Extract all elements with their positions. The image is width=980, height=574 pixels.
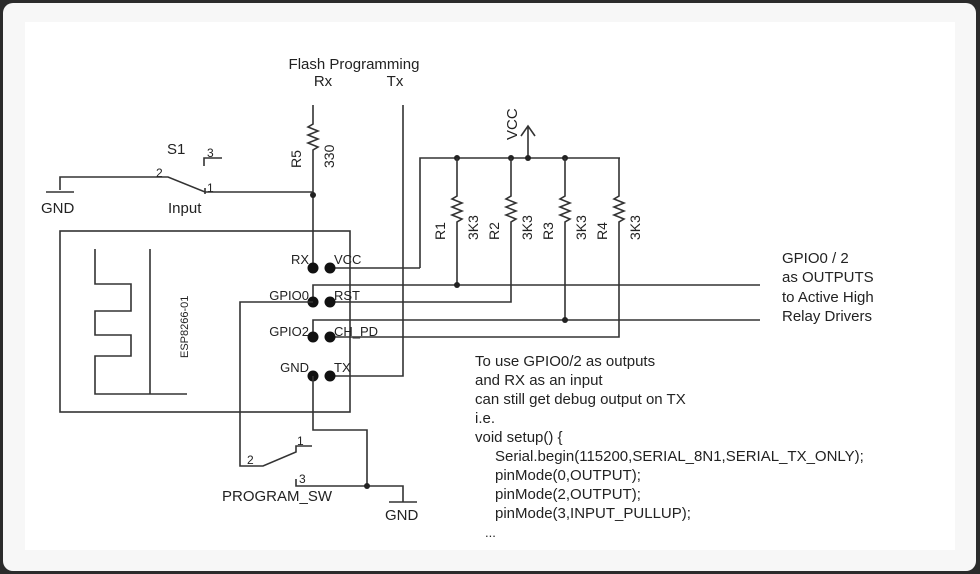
schematic-sheet xyxy=(25,22,955,550)
r4-value: 3K3 xyxy=(627,215,643,240)
code-ellipsis: ... xyxy=(485,525,496,540)
output-note-line: GPIO0 / 2 xyxy=(782,250,849,267)
program-switch: 1 2 3 PROGRAM_SW GND xyxy=(222,301,419,524)
pin-gnd: GND xyxy=(280,360,309,375)
pin-ch-pd: CH_PD xyxy=(334,324,378,339)
tx-wire xyxy=(330,105,404,377)
note-line: To use GPIO0/2 as outputs xyxy=(475,353,655,370)
esp8266-module: ESP8266-01 RX GPIO0 GPIO2 GND VCC RST CH… xyxy=(59,230,378,413)
flash-programming-label: Flash Programming xyxy=(289,56,420,73)
antenna-trace-icon xyxy=(94,249,187,395)
r1-value: 3K3 xyxy=(465,215,481,240)
gpio0-output-wire xyxy=(312,284,760,302)
program-sw-pin-1: 1 xyxy=(297,434,304,448)
junction-gpio2 xyxy=(562,317,568,323)
code-line: pinMode(3,INPUT_PULLUP); xyxy=(495,505,691,522)
program-sw-pin-3: 3 xyxy=(299,472,306,486)
vcc-arrow-icon xyxy=(520,124,536,158)
code-line: pinMode(2,OUTPUT); xyxy=(495,486,641,503)
pin-rst: RST xyxy=(334,288,360,303)
code-line: pinMode(0,OUTPUT); xyxy=(495,467,641,484)
module-name: ESP8266-01 xyxy=(179,296,191,358)
vcc-label: VCC xyxy=(504,108,521,140)
rx-header-label: Rx xyxy=(314,73,333,90)
gpio2-output-wire xyxy=(312,319,760,337)
r3-resistor: R3 3K3 xyxy=(540,158,589,320)
r3-value: 3K3 xyxy=(573,215,589,240)
s1-pin-1: 1 xyxy=(207,181,214,195)
note-line: void setup() { xyxy=(475,429,563,446)
junction-gpio0 xyxy=(454,282,460,288)
r5-value: 330 xyxy=(321,144,337,168)
note-line: i.e. xyxy=(475,410,495,427)
gnd-label-bottom: GND xyxy=(385,507,419,524)
s1-ref: S1 xyxy=(167,141,185,158)
tx-header-label: Tx xyxy=(387,73,404,90)
r1-ref: R1 xyxy=(432,222,448,240)
output-note: GPIO0 / 2 as OUTPUTS to Active High Rela… xyxy=(782,250,874,325)
pin-gpio2: GPIO2 xyxy=(269,324,309,339)
output-note-line: as OUTPUTS xyxy=(782,269,874,286)
pin-gpio0: GPIO0 xyxy=(269,288,309,303)
output-note-line: Relay Drivers xyxy=(782,308,872,325)
vcc-bus: VCC xyxy=(330,108,620,269)
r5-resistor: R5 330 xyxy=(288,105,337,268)
r3-ref: R3 xyxy=(540,222,556,240)
s1-name: Input xyxy=(168,200,202,217)
program-sw-name: PROGRAM_SW xyxy=(222,488,333,505)
s1-pin-3: 3 xyxy=(207,146,214,160)
note-line: can still get debug output on TX xyxy=(475,391,686,408)
r4-ref: R4 xyxy=(594,222,610,240)
s1-pin-2: 2 xyxy=(156,166,163,180)
r4-resistor: R4 3K3 xyxy=(330,158,643,338)
s1-switch: S1 2 3 1 Input GND xyxy=(41,141,313,217)
r1-resistor: R1 3K3 xyxy=(432,158,481,285)
gnd-label-left: GND xyxy=(41,200,75,217)
r2-resistor: R2 3K3 xyxy=(330,158,535,303)
pin-tx: TX xyxy=(334,360,351,375)
code-line: Serial.begin(115200,SERIAL_8N1,SERIAL_TX… xyxy=(495,448,864,465)
code-note: To use GPIO0/2 as outputs and RX as an i… xyxy=(475,353,864,540)
r2-value: 3K3 xyxy=(519,215,535,240)
pin-rx: RX xyxy=(291,252,309,267)
junction-r5-input xyxy=(310,192,316,198)
note-line: and RX as an input xyxy=(475,372,603,389)
r2-ref: R2 xyxy=(486,222,502,240)
pin-vcc: VCC xyxy=(334,252,361,267)
r5-ref: R5 xyxy=(288,150,304,168)
output-note-line: to Active High xyxy=(782,289,874,306)
program-sw-pin-2: 2 xyxy=(247,453,254,467)
